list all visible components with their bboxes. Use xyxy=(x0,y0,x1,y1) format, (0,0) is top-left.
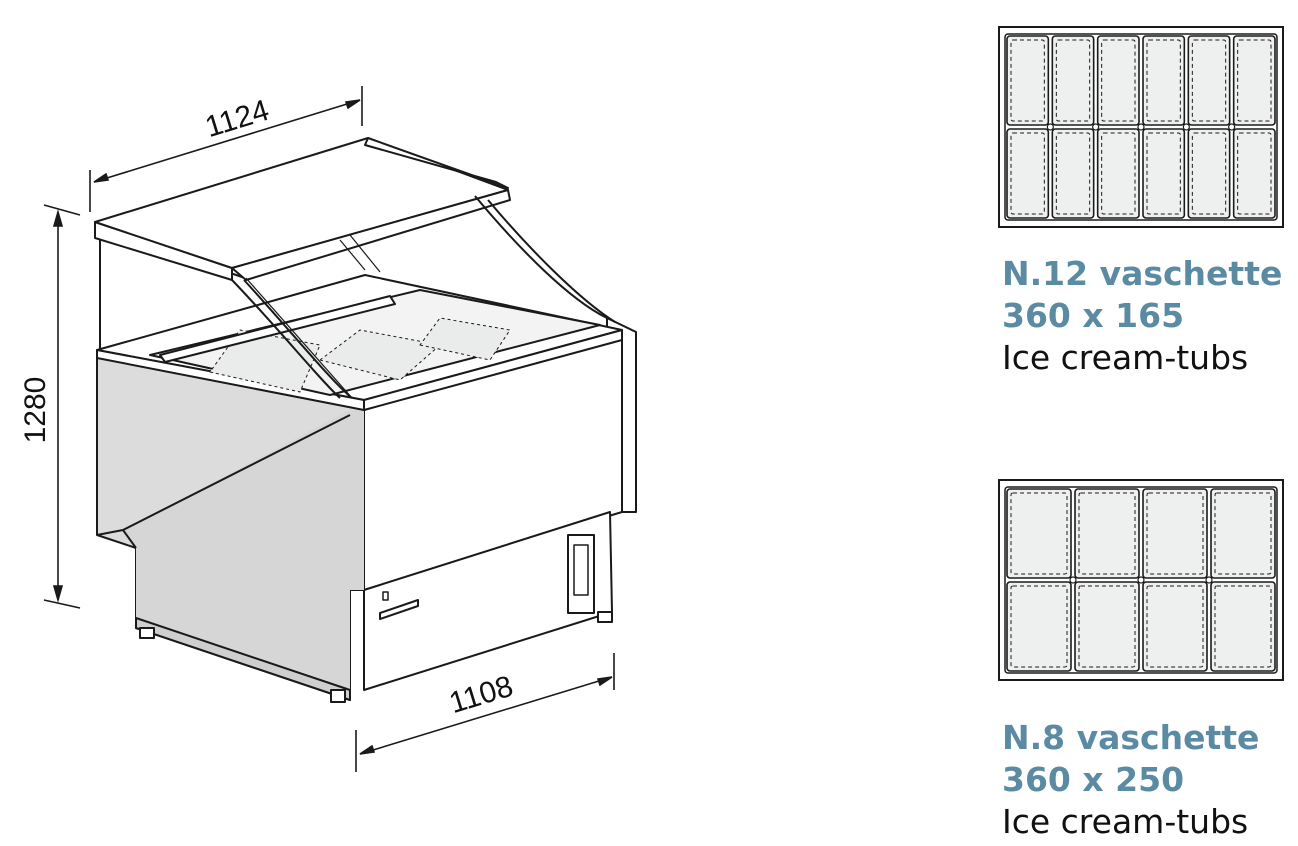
tray-inner-frame xyxy=(1004,486,1278,674)
tub-inner-rim xyxy=(1191,132,1227,215)
tub-junction xyxy=(1046,123,1054,131)
ice-cream-tub xyxy=(1074,488,1140,579)
ice-cream-tub xyxy=(1210,488,1276,579)
ice-cream-tub xyxy=(1006,35,1050,126)
tub-inner-rim xyxy=(1010,132,1045,215)
tub-junction xyxy=(1137,576,1145,584)
tub-inner-rim xyxy=(1055,39,1091,122)
tray-grid-12 xyxy=(998,26,1284,228)
tub-inner-rim xyxy=(1055,132,1091,215)
width-dimension-label: 1124 xyxy=(202,94,273,144)
tub-junction xyxy=(1205,576,1213,584)
ice-cream-tub xyxy=(1142,35,1186,126)
layout-subtitle: Ice cream-tubs xyxy=(1002,802,1249,841)
ice-cream-tub xyxy=(1232,35,1276,126)
tub-junction xyxy=(1092,123,1100,131)
dimension-lines xyxy=(43,86,615,772)
tub-inner-rim xyxy=(1101,132,1136,215)
tub-junction xyxy=(1137,123,1145,131)
layout-title: N.8 vaschette xyxy=(1002,718,1260,757)
ice-cream-tub xyxy=(1142,488,1208,579)
tub-inner-rim xyxy=(1146,585,1204,668)
ice-cream-tub xyxy=(1006,488,1072,579)
ice-cream-tub xyxy=(1006,128,1050,219)
tub-junction xyxy=(1182,123,1190,131)
ice-cream-tub xyxy=(1187,128,1231,219)
layout-title: N.12 vaschette xyxy=(1002,254,1283,293)
tub-inner-rim xyxy=(1010,585,1068,668)
ice-cream-tub xyxy=(1210,581,1276,672)
tub-inner-rim xyxy=(1214,585,1272,668)
ice-cream-tub xyxy=(1096,128,1140,219)
tub-inner-rim xyxy=(1146,492,1204,575)
layout-caption-12: N.12 vaschette 360 x 165 Ice cream-tubs xyxy=(1002,253,1282,379)
tub-junction xyxy=(1069,576,1077,584)
ice-cream-tub xyxy=(1006,581,1072,672)
tray-grid-8 xyxy=(998,479,1284,681)
ice-cream-tub xyxy=(1096,35,1140,126)
layout-size: 360 x 250 xyxy=(1002,760,1185,799)
tub-inner-rim xyxy=(1237,39,1272,122)
layout-caption-8: N.8 vaschette 360 x 250 Ice cream-tubs xyxy=(1002,717,1259,843)
display-case xyxy=(94,137,637,703)
ice-cream-tub xyxy=(1187,35,1231,126)
ice-cream-tub xyxy=(1142,128,1186,219)
ice-cream-tub xyxy=(1232,128,1276,219)
tub-inner-rim xyxy=(1191,39,1227,122)
layout-subtitle: Ice cream-tubs xyxy=(1002,338,1249,377)
depth-dimension-label: 1108 xyxy=(446,670,517,720)
height-dimension-label: 1280 xyxy=(19,377,52,444)
tray-inner-frame xyxy=(1004,33,1278,221)
layout-size: 360 x 165 xyxy=(1002,296,1185,335)
tub-inner-rim xyxy=(1078,585,1136,668)
ice-cream-tub xyxy=(1074,581,1140,672)
tub-inner-rim xyxy=(1078,492,1136,575)
tub-inner-rim xyxy=(1010,492,1068,575)
tub-junction xyxy=(1228,123,1236,131)
ice-cream-tub xyxy=(1142,581,1208,672)
tub-inner-rim xyxy=(1101,39,1136,122)
tub-inner-rim xyxy=(1146,39,1181,122)
tub-inner-rim xyxy=(1237,132,1272,215)
tub-inner-rim xyxy=(1214,492,1272,575)
ice-cream-tub xyxy=(1051,128,1095,219)
tub-inner-rim xyxy=(1010,39,1045,122)
ice-cream-tub xyxy=(1051,35,1095,126)
tub-inner-rim xyxy=(1146,132,1181,215)
